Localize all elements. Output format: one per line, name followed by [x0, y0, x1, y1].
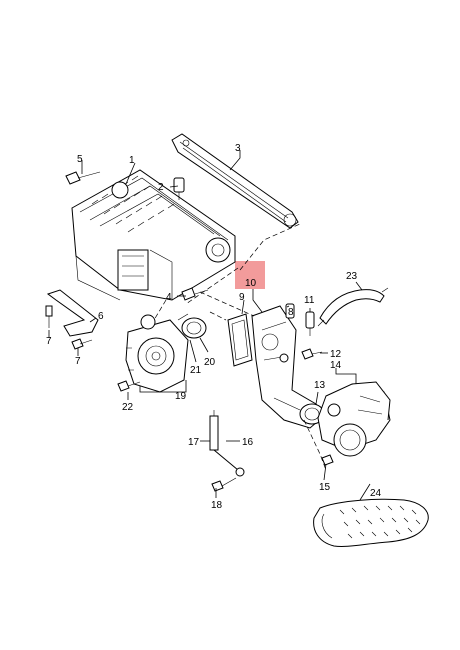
callout-16: 16: [242, 437, 254, 448]
part-gasket-20: [181, 317, 207, 339]
callout-22: 22: [122, 402, 134, 413]
callout-7b: 7: [75, 356, 81, 367]
part-bolt-7b: [71, 338, 93, 350]
part-intake-module-1: [71, 169, 236, 301]
callout-14: 14: [330, 360, 342, 371]
callout-5: 5: [77, 154, 83, 165]
callout-21: 21: [190, 365, 202, 376]
part-gasket-3: [171, 133, 299, 229]
callout-labels: 1 2 3 4 5 6 7 7 8 9 10 11 12 13 14 15 16…: [46, 143, 382, 511]
callout-10: 10: [245, 278, 257, 289]
part-bolt-15: [321, 454, 334, 466]
part-sensor-11: [305, 311, 315, 336]
part-rod-18: [211, 477, 237, 492]
callout-18: 18: [211, 500, 223, 511]
part-linkage-16: [209, 410, 245, 477]
assembly-lines: [153, 223, 327, 471]
part-sensor-8: [285, 303, 295, 319]
callout-15: 15: [319, 482, 331, 493]
part-bolt-7a: [45, 305, 53, 328]
callout-4: 4: [166, 292, 172, 303]
callout-7a: 7: [46, 336, 52, 347]
callout-19: 19: [175, 391, 187, 402]
part-seal-21: [177, 313, 189, 321]
callout-11: 11: [304, 295, 315, 306]
part-bracket-6: [46, 289, 99, 337]
part-egr-valve-19: [125, 314, 189, 393]
callout-3: 3: [235, 143, 241, 154]
part-sensor-2: [173, 177, 185, 200]
part-bolt-4: [181, 287, 209, 301]
part-bolt-5: [65, 171, 101, 185]
leader-lines: [48, 150, 371, 501]
callout-2: 2: [158, 182, 164, 193]
part-gasket-9: [227, 313, 253, 367]
callout-17: 17: [188, 437, 200, 448]
part-charge-hose-24: [313, 498, 429, 547]
callout-8: 8: [288, 307, 294, 318]
highlight-box: [235, 261, 265, 289]
part-hose-23: [317, 287, 389, 327]
callout-23: 23: [346, 271, 358, 282]
callout-20: 20: [204, 357, 216, 368]
callout-6: 6: [98, 311, 104, 322]
callout-24: 24: [370, 488, 382, 499]
callout-13: 13: [314, 380, 326, 391]
part-bolt-12: [301, 348, 323, 360]
callout-12: 12: [330, 349, 342, 360]
callout-1: 1: [129, 155, 135, 166]
part-bolt-22: [117, 380, 141, 392]
callout-9: 9: [239, 292, 245, 303]
part-throttle-housing-14: [317, 381, 391, 457]
